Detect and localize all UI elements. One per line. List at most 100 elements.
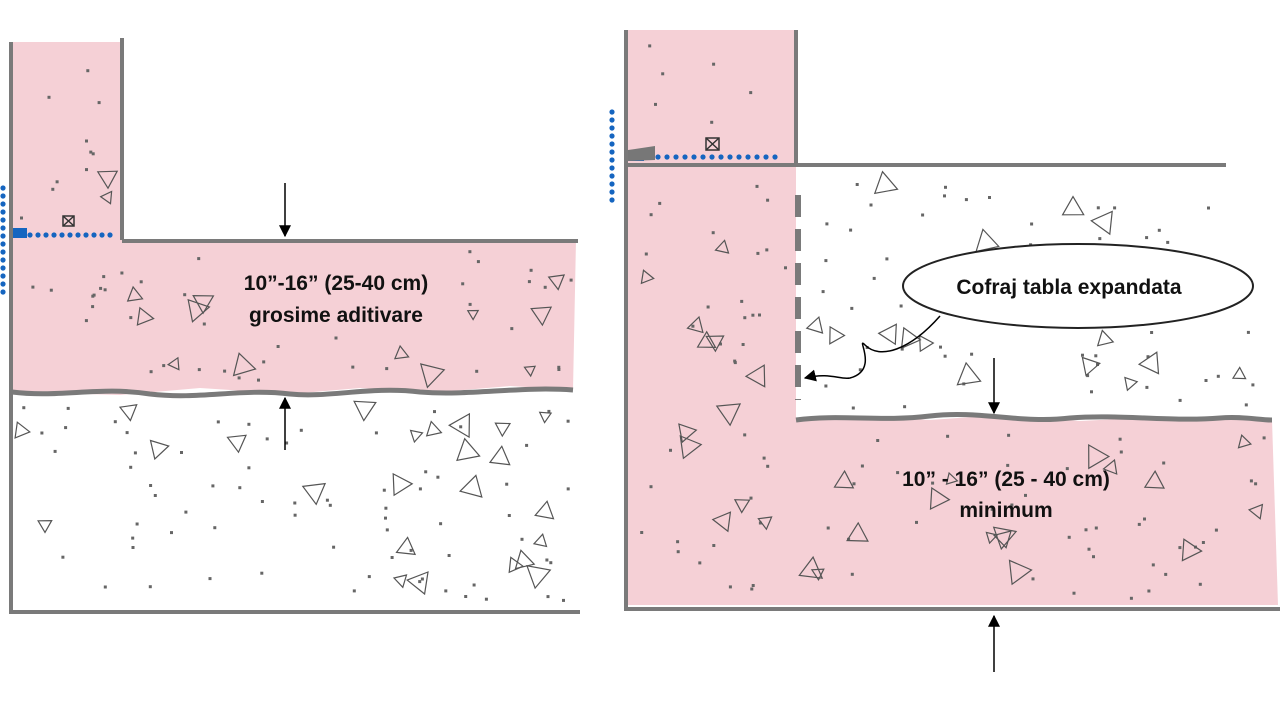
aggregate-stone xyxy=(187,298,211,323)
callout-bubble xyxy=(902,243,1254,329)
aggregate-dot xyxy=(385,367,389,371)
aggregate-dot xyxy=(149,484,153,487)
waterstop-dot xyxy=(43,232,49,238)
aggregate-dot xyxy=(1246,330,1250,334)
aggregate-stone xyxy=(711,511,732,533)
waterstop-dot xyxy=(745,154,751,160)
aggregate-stone xyxy=(1090,210,1113,236)
aggregate-dot xyxy=(691,324,695,328)
aggregate-dot xyxy=(1162,461,1166,465)
aggregate-dot xyxy=(1178,398,1182,402)
waterstop-dot xyxy=(59,232,65,238)
aggregate-dot xyxy=(719,342,722,346)
aggregate-dot xyxy=(247,466,251,470)
waterstop-dot xyxy=(0,233,6,239)
right-wall-outline xyxy=(624,30,798,610)
waterstop-dot xyxy=(0,249,6,255)
aggregate-dot xyxy=(436,475,440,479)
aggregate-dot xyxy=(872,276,876,280)
aggregate-dot xyxy=(743,433,747,437)
aggregate-dot xyxy=(1145,236,1149,240)
waterstop-dot xyxy=(718,154,724,160)
right-waterstop-dots xyxy=(609,109,778,203)
aggregate-stone xyxy=(192,294,215,315)
aggregate-stone xyxy=(226,434,247,454)
aggregate-stone xyxy=(232,352,257,377)
aggregate-dot xyxy=(84,319,88,323)
waterstop-dot xyxy=(655,154,661,160)
aggregate-stone xyxy=(458,474,483,498)
aggregate-dot xyxy=(211,484,215,488)
aggregate-stone xyxy=(715,403,742,427)
aggregate-dot xyxy=(102,275,106,279)
aggregate-stone xyxy=(406,571,429,596)
aggregate-dot xyxy=(1119,450,1123,454)
aggregate-dot xyxy=(566,487,570,491)
aggregate-stone xyxy=(678,423,698,444)
waterstop-dot xyxy=(772,154,778,160)
aggregate-stone xyxy=(985,531,999,545)
waterstop-dot xyxy=(0,225,6,231)
aggregate-stone xyxy=(1247,503,1264,520)
aggregate-dot xyxy=(990,507,994,511)
aggregate-dot xyxy=(238,486,242,490)
waterstop-dot xyxy=(691,154,697,160)
left-wall-outline xyxy=(9,38,124,612)
aggregate-dot xyxy=(113,420,117,424)
aggregate-stone xyxy=(696,330,717,349)
waterstop-dot xyxy=(609,173,615,179)
aggregate-dot xyxy=(1094,526,1098,530)
aggregate-dot xyxy=(1006,463,1010,467)
aggregate-stone xyxy=(805,315,824,334)
waterstop-dot xyxy=(754,154,760,160)
aggregate-stone xyxy=(900,326,922,350)
aggregate-stone xyxy=(877,323,897,346)
aggregate-dot xyxy=(741,343,745,346)
aggregate-dot xyxy=(31,285,35,289)
left-treated-concrete xyxy=(12,42,576,395)
aggregate-dot xyxy=(97,101,101,105)
aggregate-dot xyxy=(546,595,550,599)
aggregate-dot xyxy=(86,69,90,73)
aggregate-dot xyxy=(202,322,206,326)
aggregate-dot xyxy=(1024,493,1027,497)
aggregate-dot xyxy=(543,285,547,289)
aggregate-dot xyxy=(197,368,201,372)
aggregate-dot xyxy=(262,360,266,364)
aggregate-stone xyxy=(514,549,536,570)
aggregate-stone xyxy=(534,500,555,520)
aggregate-dot xyxy=(566,419,570,423)
aggregate-dot xyxy=(1098,237,1102,241)
aggregate-dot xyxy=(170,531,173,535)
aggregate-dot xyxy=(988,196,991,199)
aggregate-dot xyxy=(755,184,759,188)
aggregate-dot xyxy=(826,526,830,530)
aggregate-dot xyxy=(824,384,828,388)
aggregate-dot xyxy=(1010,503,1014,507)
aggregate-dot xyxy=(385,528,389,532)
aggregate-dot xyxy=(64,426,68,430)
aggregate-dot xyxy=(384,506,388,510)
aggregate-dot xyxy=(444,589,448,593)
aggregate-dot xyxy=(265,437,269,441)
aggregate-dot xyxy=(510,327,514,331)
aggregate-stone xyxy=(532,533,548,548)
aggregate-dot xyxy=(712,62,716,66)
aggregate-dot xyxy=(728,585,732,589)
aggregate-dot xyxy=(899,304,903,308)
waterstop-dot xyxy=(0,289,6,295)
waterstop-dot xyxy=(0,241,6,247)
aggregate-dot xyxy=(135,522,139,526)
aggregate-stone xyxy=(99,190,113,205)
aggregate-stone xyxy=(705,335,725,353)
right-aggregate xyxy=(640,44,1266,600)
aggregate-dot xyxy=(334,336,338,340)
aggregate-stone xyxy=(733,499,751,514)
aggregate-dot xyxy=(148,585,152,589)
aggregate-dot xyxy=(749,91,753,95)
aggregate-dot xyxy=(153,494,157,497)
aggregate-stone xyxy=(744,364,766,388)
waterstop-dot xyxy=(91,232,97,238)
aggregate-dot xyxy=(424,470,428,474)
aggregate-dot xyxy=(1137,522,1141,526)
